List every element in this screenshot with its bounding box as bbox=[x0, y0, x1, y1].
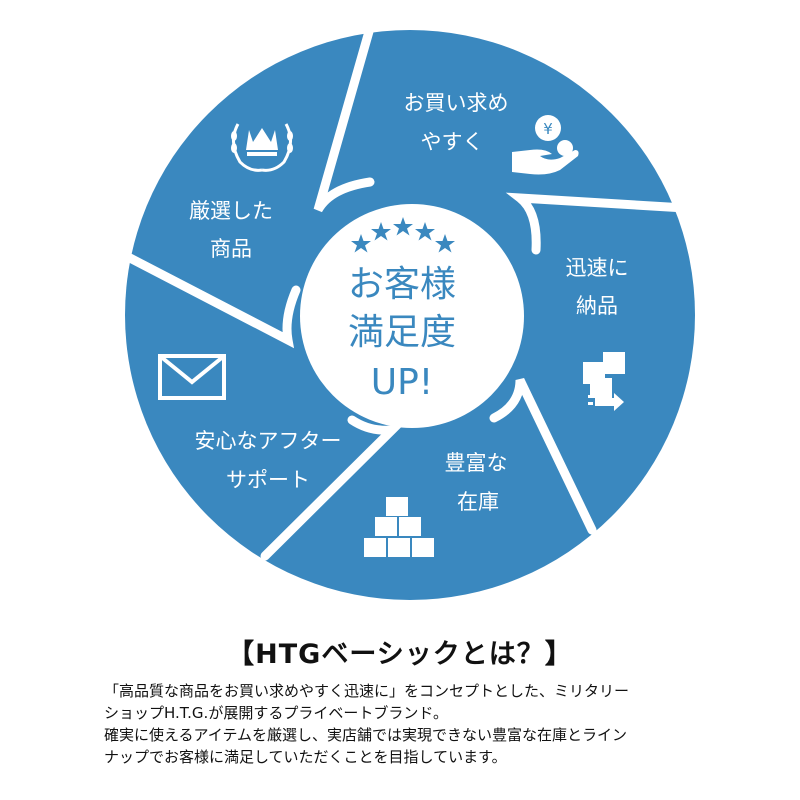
stacked-boxes-icon bbox=[364, 497, 434, 557]
crown-laurel-icon bbox=[231, 123, 293, 172]
segment-selected-products-line2: 商品 bbox=[210, 237, 252, 261]
description-text: 「高品質な商品をお買い求めやすく迅速に」をコンセプトとした、ミリタリー ショップ… bbox=[104, 680, 704, 768]
center-circle bbox=[300, 204, 524, 428]
description-line-4: ナップでお客様に満足していただくことを目指しています。 bbox=[104, 748, 507, 766]
segment-easy-to-buy-line2: やすく bbox=[421, 130, 484, 154]
segment-rich-inventory-line1: 豊富な bbox=[445, 451, 508, 475]
segment-after-support-line2: サポート bbox=[226, 468, 310, 492]
description-line-3: 確実に使えるアイテムを厳選し、実店舗では実現できない豊富な在庫とライン bbox=[104, 726, 628, 744]
wheel-separators bbox=[125, 23, 690, 561]
section-heading: 【HTGベーシックとは？】 bbox=[227, 639, 573, 670]
center-line-2: 満足度 bbox=[348, 312, 456, 353]
center-line-1: お客様 bbox=[348, 264, 456, 305]
segment-rich-inventory-line2: 在庫 bbox=[457, 490, 499, 514]
segment-after-support-line1: 安心なアフター bbox=[195, 429, 342, 453]
hand-with-coins-icon: ¥ bbox=[512, 115, 579, 175]
five-star-arc-icon bbox=[351, 217, 455, 253]
segment-fast-delivery-line1: 迅速に bbox=[566, 256, 629, 280]
svg-text:¥: ¥ bbox=[543, 120, 553, 138]
description-line-1: 「高品質な商品をお買い求めやすく迅速に」をコンセプトとした、ミリタリー bbox=[104, 682, 630, 700]
description-line-2: ショップH.T.G.が展開するプライベートブランド。 bbox=[104, 704, 449, 722]
center-line-3: UP! bbox=[371, 362, 434, 403]
envelope-icon bbox=[158, 354, 226, 400]
segment-fast-delivery-line2: 納品 bbox=[576, 294, 618, 318]
segment-easy-to-buy-line1: お買い求め bbox=[404, 91, 509, 115]
segment-selected-products-line1: 厳選した bbox=[189, 199, 273, 223]
concept-wheel: お客様 満足度 UP! お買い求め やすく ¥ 迅速に 納品 豊富な 在庫 安心… bbox=[125, 23, 695, 600]
boxes-delivery-icon bbox=[583, 352, 625, 411]
